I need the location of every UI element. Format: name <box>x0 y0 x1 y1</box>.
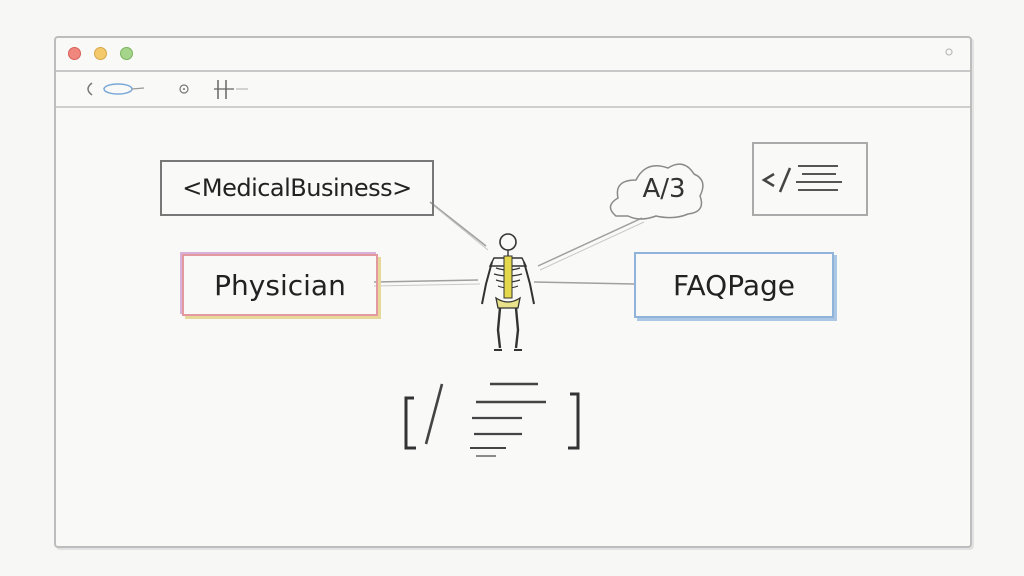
connector-lines <box>373 163 842 457</box>
back-icon <box>87 82 93 96</box>
skeleton-figure-icon <box>481 233 535 351</box>
code-icon <box>761 165 842 193</box>
faq-page-node: FAQPage <box>634 252 834 318</box>
physician-node: Physician <box>182 254 378 316</box>
tab-close-icon[interactable] <box>944 47 954 57</box>
connector-faq <box>533 281 635 285</box>
maximize-window-button[interactable] <box>120 47 133 60</box>
connector-cloud <box>537 217 643 267</box>
browser-window: <MedicalBusiness> Physician FAQPage A/3 <box>54 36 972 548</box>
medical-business-label: <MedicalBusiness> <box>182 174 412 202</box>
physician-label: Physician <box>214 268 346 302</box>
search-icon <box>103 83 133 95</box>
code-snippet-box <box>752 142 868 216</box>
settings-icon <box>179 84 189 94</box>
cloud-label: A/3 <box>642 174 686 204</box>
cloud-icon <box>609 163 704 220</box>
connector-physician <box>373 279 479 283</box>
browser-toolbar <box>56 72 970 108</box>
faq-page-label: FAQPage <box>672 268 796 302</box>
diagram-canvas: <MedicalBusiness> Physician FAQPage A/3 <box>56 108 970 546</box>
minimize-window-button[interactable] <box>94 47 107 60</box>
title-bar <box>56 38 970 72</box>
bracket-code-icon <box>404 382 580 457</box>
medical-business-node: <MedicalBusiness> <box>160 160 434 216</box>
connector-medical <box>429 201 487 247</box>
address-bar-sketch[interactable] <box>76 72 276 106</box>
close-window-button[interactable] <box>68 47 81 60</box>
